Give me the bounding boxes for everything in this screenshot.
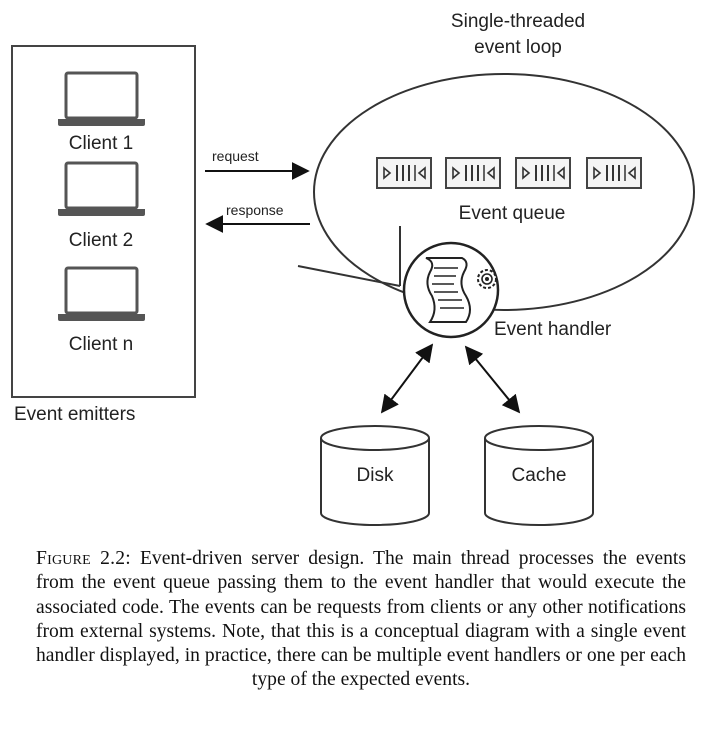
client-2-label: Client 2 — [69, 230, 133, 251]
event-driven-server-diagram: Client 1 Client 2 Client n Event emitter… — [11, 11, 695, 526]
event-loop-label-line-1: Single-threaded — [451, 11, 585, 32]
figure-caption: Figure 2.2: Event-driven server design. … — [36, 547, 686, 693]
event-handler-label: Event handler — [494, 319, 612, 340]
client-2-laptop-icon — [58, 161, 145, 216]
queue-item-icon — [586, 157, 642, 189]
event-loop-label-line-2: event loop — [474, 37, 562, 58]
request-label: request — [212, 148, 259, 164]
client-n-laptop-icon — [58, 266, 145, 321]
queue-item-icon — [445, 157, 501, 189]
disk-label: Disk — [357, 465, 394, 486]
response-label: response — [226, 202, 284, 218]
figure-label: Figure 2.2: — [36, 548, 131, 569]
event-loop-ellipse — [313, 73, 695, 311]
event-queue — [376, 157, 642, 189]
disk-cylinder-icon — [320, 425, 430, 526]
queue-item-icon — [515, 157, 571, 189]
event-emitters-group: Client 1 Client 2 Client n — [11, 45, 196, 398]
client-n-label: Client n — [69, 334, 133, 355]
figure-caption-text: Event-driven server design. The main thr… — [36, 548, 686, 691]
client-1-laptop-icon — [58, 71, 145, 126]
disk-arrow — [380, 343, 434, 414]
client-1-label: Client 1 — [69, 133, 133, 154]
gear-icon — [477, 269, 497, 289]
event-handler-icon — [402, 241, 500, 339]
loop-tail-line — [297, 265, 401, 287]
event-queue-label: Event queue — [459, 203, 566, 224]
queue-item-icon — [376, 157, 432, 189]
event-emitters-box — [11, 45, 196, 398]
cache-label: Cache — [512, 465, 567, 486]
cache-arrow — [464, 345, 521, 414]
event-emitters-label: Event emitters — [14, 404, 135, 425]
cache-cylinder-icon — [484, 425, 594, 526]
